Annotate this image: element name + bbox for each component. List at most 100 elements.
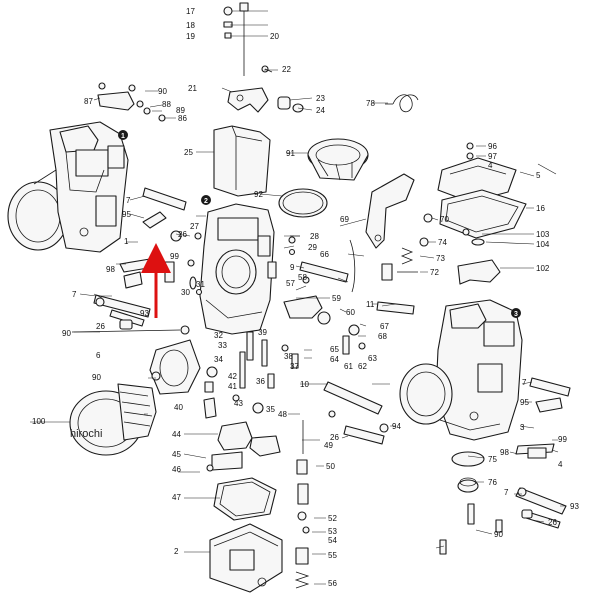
jet-parts	[203, 331, 299, 419]
callout-102: 102	[536, 264, 550, 273]
callout-50: 50	[326, 462, 335, 471]
callout-100: 100	[32, 417, 46, 426]
callout-43: 43	[234, 399, 243, 408]
callout-93-right: 93	[570, 502, 579, 511]
callout-4: 4	[488, 161, 493, 170]
section-marker-3: 3	[511, 308, 521, 318]
callout-42: 42	[228, 372, 237, 381]
callout-30: 30	[181, 288, 190, 297]
callout-23: 23	[316, 94, 325, 103]
callout-26-upper: 26	[178, 230, 187, 239]
callout-63: 63	[368, 354, 377, 363]
callout-44: 44	[172, 430, 181, 439]
callout-38: 38	[284, 352, 293, 361]
carburetor-body-left	[7, 121, 129, 253]
svg-text:3: 3	[514, 311, 518, 318]
float-bowl-part	[209, 523, 283, 593]
callout-90-right: 90	[494, 530, 503, 539]
callout-7-upper: 7	[126, 196, 131, 205]
needle-stack	[223, 2, 249, 76]
svg-text:1: 1	[121, 133, 125, 140]
callout-57: 57	[286, 279, 295, 288]
callout-39: 39	[258, 328, 267, 337]
svg-text:2: 2	[204, 198, 208, 205]
o-ring-part	[278, 188, 328, 218]
callout-86: 86	[178, 114, 187, 123]
callout-18: 18	[186, 21, 195, 30]
callout-34: 34	[214, 355, 223, 364]
callout-87: 87	[84, 97, 93, 106]
top-cover-part	[437, 142, 517, 203]
callout-24: 24	[316, 106, 325, 115]
callout-90-top: 90	[158, 87, 167, 96]
callout-10: 10	[300, 380, 309, 389]
callout-90-left: 90	[62, 329, 71, 338]
callout-73: 73	[436, 254, 445, 263]
callout-48: 48	[278, 410, 287, 419]
section-marker-2: 2	[201, 195, 211, 205]
callout-labels: 17 18 19 20 22 21 23 24 78 90 87 88 89 8…	[32, 7, 579, 588]
callout-37: 37	[290, 362, 299, 371]
callout-33: 33	[218, 341, 227, 350]
callout-69: 69	[340, 215, 349, 224]
roller-part	[307, 138, 369, 181]
callout-36: 36	[256, 377, 265, 386]
callout-54: 54	[328, 536, 337, 545]
rod-parts-right	[343, 423, 389, 445]
callout-65: 65	[330, 345, 339, 354]
callout-96: 96	[488, 142, 497, 151]
callout-66: 66	[320, 250, 329, 259]
spring-part	[385, 94, 419, 113]
carburetor-body-right	[399, 299, 523, 441]
screw-part	[261, 65, 273, 73]
callout-90-mid: 90	[92, 373, 101, 382]
carburetor-body-center	[187, 203, 277, 335]
pilot-screw-parts	[381, 237, 429, 281]
callout-45: 45	[172, 450, 181, 459]
callout-28: 28	[310, 232, 319, 241]
callout-5: 5	[536, 171, 541, 180]
callout-26-left: 26	[96, 322, 105, 331]
callout-103: 103	[536, 230, 550, 239]
callout-78: 78	[366, 99, 375, 108]
callout-26-right: 26	[548, 518, 557, 527]
callout-56: 56	[328, 579, 337, 588]
callout-7-right: 7	[522, 378, 527, 387]
callout-32: 32	[214, 331, 223, 340]
bushing-part	[277, 96, 304, 113]
manifold-part	[149, 339, 201, 395]
callout-60: 60	[346, 308, 355, 317]
callout-104: 104	[536, 240, 550, 249]
callout-2: 2	[174, 547, 179, 556]
callout-92: 92	[254, 190, 263, 199]
callout-89: 89	[176, 106, 185, 115]
bellmouth-part	[69, 383, 157, 456]
callout-95-left: 95	[122, 210, 131, 219]
callout-88: 88	[162, 100, 171, 109]
callout-4-right: 4	[558, 460, 563, 469]
callout-21: 21	[188, 84, 197, 93]
callout-26-mid: 26	[330, 433, 339, 442]
rod-parts-left	[71, 294, 190, 335]
callout-47: 47	[172, 493, 181, 502]
callout-99-right: 99	[558, 435, 567, 444]
connecting-rods	[299, 261, 415, 415]
callout-76: 76	[488, 478, 497, 487]
callout-94: 94	[392, 422, 401, 431]
leader-lines	[30, 10, 566, 585]
callout-46: 46	[172, 465, 181, 474]
callout-3: 3	[520, 423, 525, 432]
callout-64: 64	[330, 355, 339, 364]
callout-59: 59	[332, 294, 341, 303]
callout-55: 55	[328, 551, 337, 560]
callout-41: 41	[228, 382, 237, 391]
watermark-text: hirochi	[70, 428, 102, 440]
choke-parts	[457, 228, 501, 285]
throttle-link-part	[227, 87, 269, 113]
section-marker-1: 1	[118, 130, 128, 140]
callout-53: 53	[328, 527, 337, 536]
float-part	[206, 421, 281, 472]
callout-49: 49	[324, 441, 333, 450]
